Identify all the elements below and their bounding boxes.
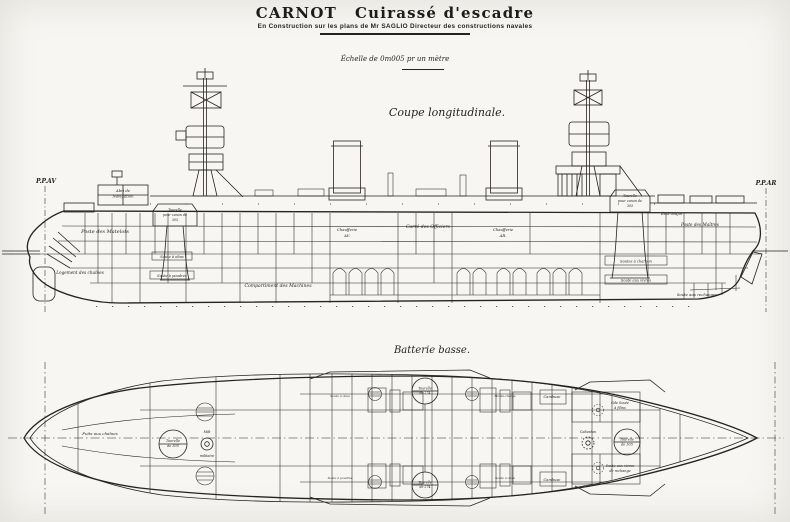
- bridge-label-2: Navigation: [111, 194, 134, 199]
- boiler-aft-label-1: Chaufferie: [493, 227, 514, 232]
- turret274-top-label-2: de 274: [419, 391, 430, 395]
- turret274-bottom-label-1: Tourelle: [418, 481, 431, 485]
- turret-aft-label-3: 305: [627, 204, 633, 208]
- waterline: [2, 250, 788, 255]
- foremast: [175, 68, 244, 198]
- shell-room-fwd-label: Soute à obus: [160, 255, 184, 259]
- sponsons: [309, 369, 666, 507]
- barbette-aft: [610, 211, 650, 279]
- turret305-aft-label-1: Tourelle: [620, 438, 634, 442]
- plan-labels: Puits aux chaînes Tourelle de 305 Mât mi…: [81, 387, 634, 490]
- plan-compartment-boxes: [367, 387, 641, 489]
- title-rule: [320, 33, 470, 35]
- hull-outline: [26, 210, 762, 304]
- pp-aft-mark: P.P.AR: [755, 180, 777, 187]
- plan-barbette-aft: [613, 428, 641, 456]
- turret305-aft-label-2: de 305: [621, 443, 633, 447]
- forecastle-quarters-label: Poste des Matelots: [80, 229, 129, 235]
- spare-provisions-label-1: Soute aux vivres: [606, 464, 635, 468]
- construction-note: En Construction sur les plans de Mr SAGL…: [257, 23, 533, 30]
- funnel-aft: [485, 140, 523, 201]
- store-boxes: [149, 251, 668, 285]
- plan-hatched-circles-forward: [195, 402, 215, 486]
- stern-framing: [689, 275, 741, 298]
- hoist-label-top: Monte-charge: [493, 394, 516, 398]
- plan-military-mast: [200, 437, 214, 451]
- chain-locker-label: Logement des chaînes: [55, 270, 103, 275]
- pp-forward-mark: P.P.AV: [35, 178, 57, 185]
- military-mast-label-2: militaire: [200, 454, 215, 458]
- stern-deckhouses: [650, 194, 757, 204]
- boilers: [330, 268, 600, 296]
- superstructure: [150, 172, 655, 205]
- turret274-top-label-1: Tourelle: [418, 387, 431, 391]
- turret-fwd-label-2: pour canon de: [163, 213, 187, 217]
- staff-quarters-label: État-Major: [660, 211, 684, 216]
- turret-aft-label-1: Tourelle: [623, 194, 637, 198]
- spare-stores-label: Soute aux rechanges: [677, 292, 717, 297]
- powder-room-fwd-label: Soute à poudres: [157, 274, 187, 278]
- title-block: CARNOT Cuirassé d'escadre En Construction…: [0, 4, 790, 35]
- turret274-bottom-label-2: de 274: [419, 485, 430, 489]
- plan-pp-lines: [44, 362, 776, 514]
- chain-well-label: Puits aux chaînes: [81, 431, 117, 436]
- scale-note: Échelle de 0m005 pr un mètre: [340, 55, 450, 63]
- turret-aft: [609, 189, 651, 279]
- spare-provisions-label-2: de rechange: [609, 469, 630, 473]
- plan-small-circles: [368, 387, 604, 489]
- deck-plan: Batterie basse.: [8, 345, 784, 514]
- page-title: CARNOT Cuirassé d'escadre: [0, 4, 790, 22]
- bridge-label-1: Abri de: [115, 188, 131, 193]
- mainmast: [555, 70, 643, 197]
- pantry-bottom-label: Cambuse: [544, 478, 561, 482]
- provisions-label: Soute aux vivres: [621, 279, 651, 283]
- powder-room-plan-label-bottom: Soute à poudres: [328, 476, 353, 480]
- bridge: [63, 170, 149, 213]
- plan-capstan: [581, 436, 595, 450]
- turret-fwd-label-3: 305: [172, 218, 178, 222]
- turret-fwd-label-1: Tourelle: [168, 208, 182, 212]
- longitudinal-section: Coupe longitudinale. P.P.AV P.P.AR: [2, 68, 788, 312]
- rope-store-label-2: à filins: [614, 406, 626, 410]
- boiler-aft-label-2: AR.: [499, 233, 507, 238]
- barbette-forward: [160, 225, 190, 281]
- shell-room-plan-label-top: Soute à obus: [330, 394, 350, 398]
- military-mast-label-1: Mât: [203, 430, 211, 434]
- petty-officers-label: Poste des Maîtres: [680, 222, 719, 227]
- profile-labels: Abri de Navigation Poste des Matelots Lo…: [55, 188, 719, 297]
- turret305-fwd-label-1: Tourelle: [166, 439, 180, 443]
- boiler-fwd-label-1: Chaufferie: [337, 227, 358, 232]
- funnel-forward: [328, 140, 366, 201]
- bulkheads: [84, 213, 731, 303]
- pantry-top-label: Cambuse: [544, 395, 561, 399]
- plan-hull-inner-line: [29, 373, 749, 503]
- plan-hull-outline: [23, 375, 759, 501]
- boiler-fwd-label-2: AV.: [343, 233, 351, 238]
- officers-wardroom-label: Carré des Officiers: [406, 223, 451, 230]
- deck-lines: [40, 225, 762, 284]
- rope-store-label-1: Gde Soute: [611, 401, 629, 405]
- profile-section-title: Coupe longitudinale.: [389, 106, 505, 119]
- plan-section-title: Batterie basse.: [393, 345, 470, 356]
- plan-barbette-forward: [158, 429, 188, 459]
- ship-type: Cuirassé d'escadre: [354, 4, 535, 22]
- turret-forward: [152, 203, 198, 281]
- ship-name: CARNOT: [255, 4, 337, 22]
- turret305-fwd-label-2: de 305: [167, 444, 179, 448]
- coal-bunkers-label: Soutes à charbon: [620, 260, 652, 264]
- bow-interior-lines: [61, 413, 236, 463]
- engine-room-label: Compartiment des Machines: [244, 283, 312, 289]
- shell-room-plan-label-2: Soute à obus: [495, 476, 515, 480]
- turret-aft-label-2: pour canon de: [618, 199, 642, 203]
- bow-torpedo-housing: [32, 231, 81, 302]
- capstan-label: Cabestan: [580, 430, 596, 434]
- scale-rule: [402, 69, 444, 70]
